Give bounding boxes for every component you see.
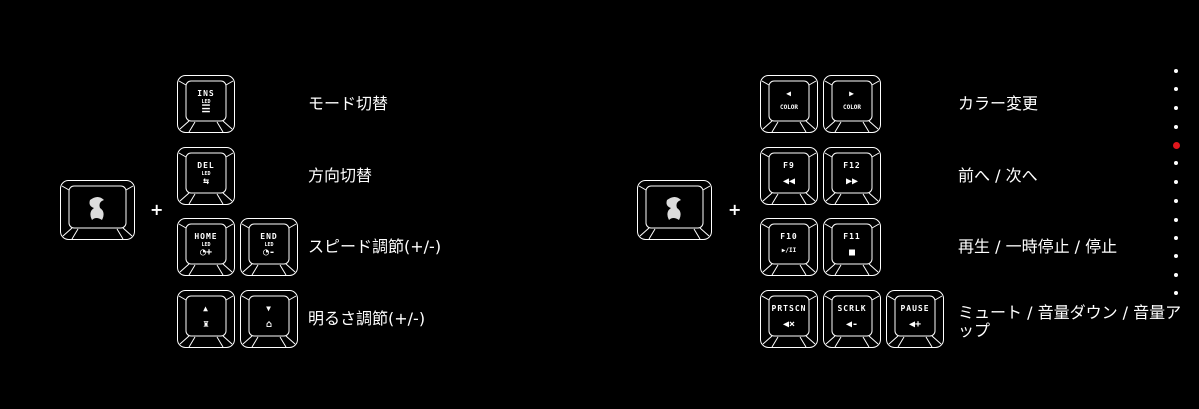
msi-dragon-key bbox=[60, 180, 135, 240]
msi-dragon-key bbox=[637, 180, 712, 240]
color-prev-icon: COLOR bbox=[779, 104, 799, 111]
play-pause-icon: ▶/II bbox=[781, 247, 797, 254]
shortcut-description: 前へ / 次へ bbox=[958, 166, 1038, 185]
key-label: END bbox=[260, 232, 278, 241]
key-mute: PRTSCN ◀× bbox=[760, 290, 818, 348]
shortcut-description: 明るさ調節(+/-) bbox=[308, 309, 426, 328]
key-play-pause: F10 ▶/II bbox=[760, 218, 818, 276]
led-label: LED bbox=[201, 242, 211, 248]
pager-dot[interactable] bbox=[1174, 161, 1178, 165]
mute-icon: ◀× bbox=[782, 319, 796, 330]
speed-up-icon: ◔+ bbox=[199, 247, 213, 258]
key-label: HOME bbox=[194, 232, 218, 241]
led-label: LED bbox=[201, 99, 211, 105]
stop-icon: ■ bbox=[848, 247, 856, 258]
pager-dot[interactable] bbox=[1174, 218, 1178, 222]
menu-icon: ☰ bbox=[201, 104, 211, 115]
key-rewind: F9 ◀◀ bbox=[760, 147, 818, 205]
pager-dot[interactable] bbox=[1174, 106, 1178, 110]
led-label: LED bbox=[264, 242, 274, 248]
key-volume-up: PAUSE ◀+ bbox=[886, 290, 944, 348]
pager-dot[interactable] bbox=[1174, 180, 1178, 184]
pager-dot[interactable] bbox=[1174, 254, 1178, 258]
shortcut-description: モード切替 bbox=[308, 94, 389, 113]
shortcut-description: カラー変更 bbox=[958, 94, 1039, 113]
key-color-prev: ◀ COLOR bbox=[760, 75, 818, 133]
plus-sign: + bbox=[150, 200, 164, 219]
key-label: ▲ bbox=[203, 304, 209, 313]
msi-dragon-logo-icon bbox=[666, 197, 681, 220]
key-color-next: ▶ COLOR bbox=[823, 75, 881, 133]
key-label: DEL bbox=[197, 161, 215, 170]
key-label: ◀ bbox=[786, 89, 792, 98]
key-label: ▶ bbox=[849, 89, 855, 98]
led-label: LED bbox=[201, 171, 211, 177]
pager-dot[interactable] bbox=[1173, 142, 1180, 149]
pager-dot[interactable] bbox=[1174, 199, 1178, 203]
fast-forward-icon: ▶▶ bbox=[845, 176, 859, 187]
key-label: ▼ bbox=[266, 304, 272, 313]
brightness-down-icon: ⌂ bbox=[265, 319, 273, 330]
rewind-icon: ◀◀ bbox=[782, 176, 796, 187]
plus-sign: + bbox=[728, 200, 742, 219]
brightness-up-icon: ♜ bbox=[202, 319, 210, 330]
shortcut-description: 再生 / 一時停止 / 停止 bbox=[958, 237, 1118, 256]
volume-up-icon: ◀+ bbox=[908, 319, 922, 330]
key-label: SCRLK bbox=[837, 304, 867, 313]
key-label: PRTSCN bbox=[771, 304, 807, 313]
msi-dragon-logo-icon bbox=[89, 197, 104, 220]
key-fast-forward: F12 ▶▶ bbox=[823, 147, 881, 205]
direction-icon: ⇆ bbox=[202, 176, 210, 187]
key-brightness-down: ▼⌂ bbox=[240, 290, 298, 348]
key-label: PAUSE bbox=[900, 304, 930, 313]
pager-dot[interactable] bbox=[1174, 125, 1178, 129]
pager-dot[interactable] bbox=[1174, 291, 1178, 295]
key-volume-down: SCRLK ◀- bbox=[823, 290, 881, 348]
pager-dot[interactable] bbox=[1174, 236, 1178, 240]
speed-down-icon: ◔- bbox=[262, 247, 276, 258]
color-next-icon: COLOR bbox=[842, 104, 862, 111]
key-brightness-up: ▲♜ bbox=[177, 290, 235, 348]
key-label: INS bbox=[197, 89, 215, 98]
shortcut-description: スピード調節(+/-) bbox=[308, 237, 442, 256]
shortcut-description: ミュート / 音量ダウン / 音量アップ bbox=[958, 303, 1182, 340]
key-label: F12 bbox=[843, 161, 861, 170]
pager-dot[interactable] bbox=[1174, 69, 1178, 73]
key-label: F9 bbox=[783, 161, 795, 170]
pager-dot[interactable] bbox=[1174, 87, 1178, 91]
key-label: F10 bbox=[780, 232, 798, 241]
key-stop: F11 ■ bbox=[823, 218, 881, 276]
volume-down-icon: ◀- bbox=[845, 319, 859, 330]
key-label: F11 bbox=[843, 232, 861, 241]
shortcut-description: 方向切替 bbox=[308, 166, 373, 185]
pager-dot[interactable] bbox=[1174, 273, 1178, 277]
